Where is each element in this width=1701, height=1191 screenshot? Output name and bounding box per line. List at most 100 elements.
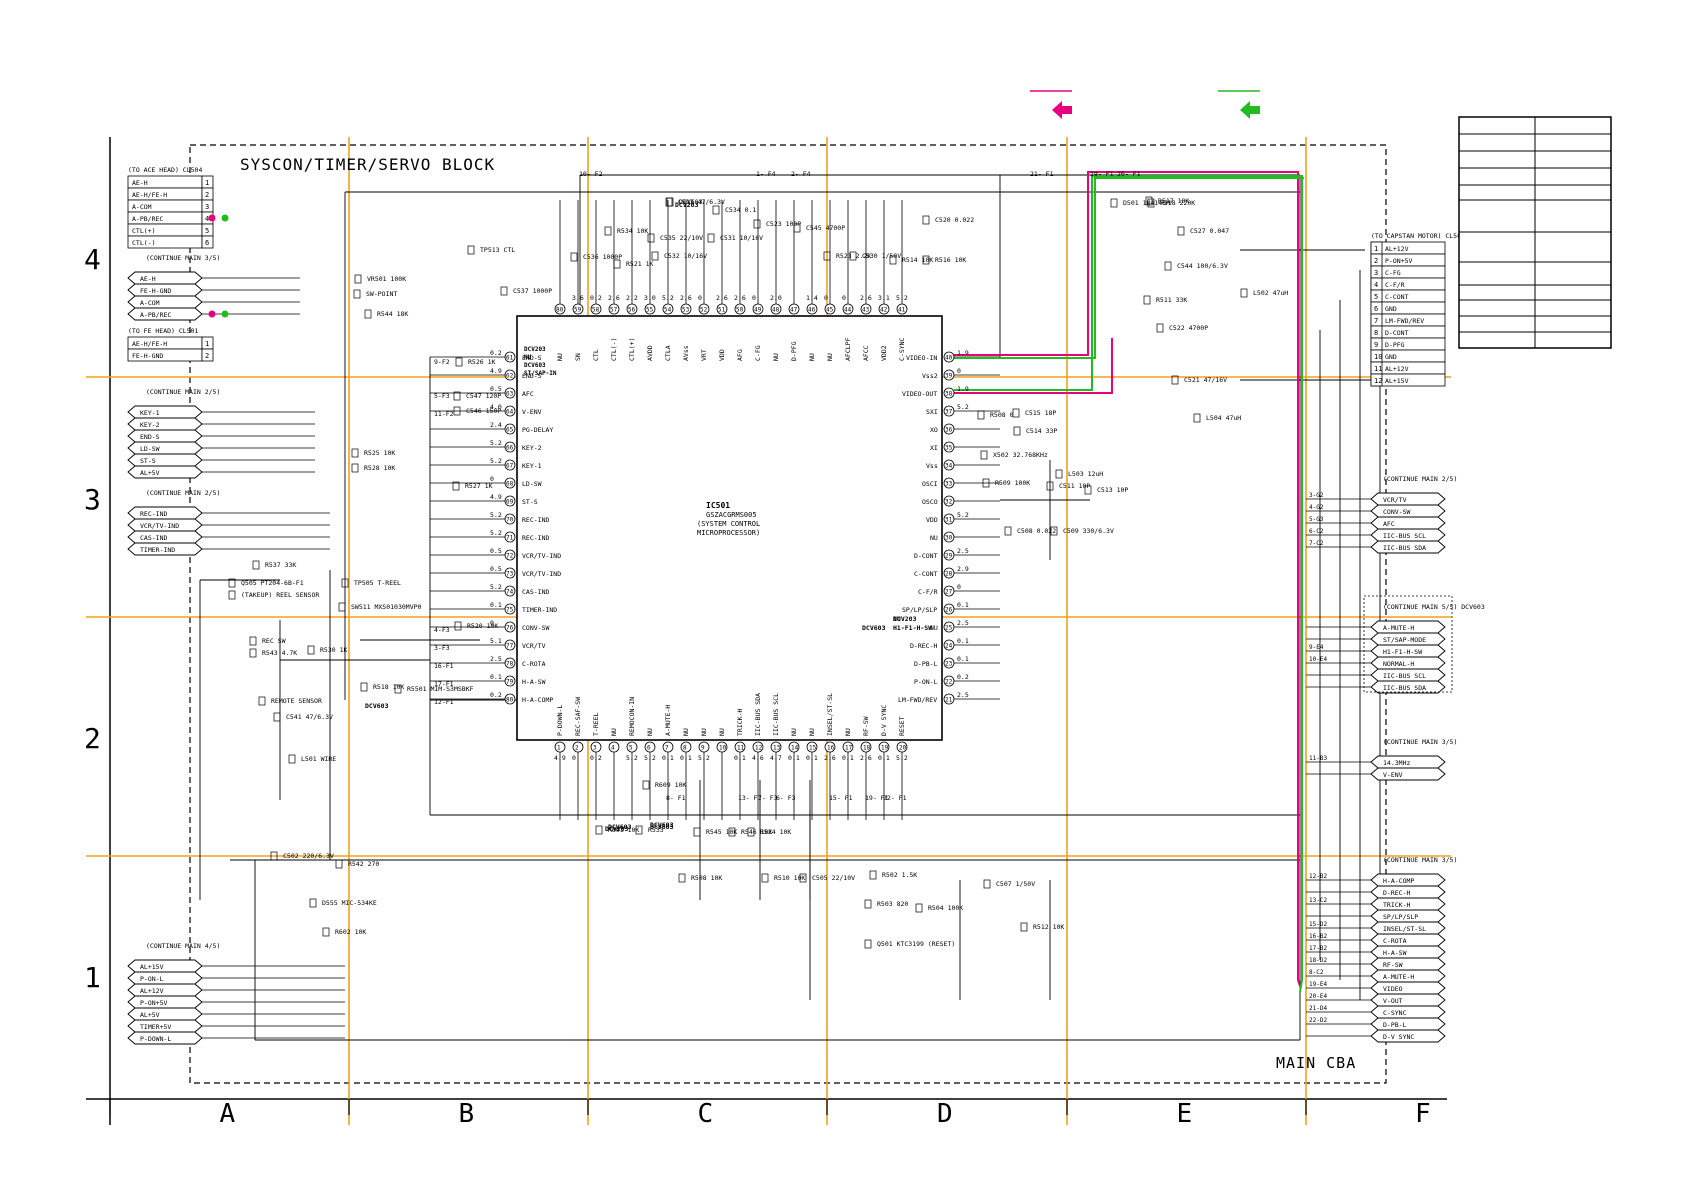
pin-circle bbox=[504, 639, 516, 651]
signal-dot bbox=[221, 214, 229, 222]
left-bus-label: VCR/TV-IND bbox=[140, 522, 179, 530]
pin-number: 31 bbox=[945, 517, 953, 524]
ic-part: GSZACGRMS005 bbox=[706, 511, 757, 519]
right-ref: 11-B3 bbox=[1309, 755, 1327, 762]
pin-number: 48 bbox=[772, 307, 780, 314]
part-label: DCV603 bbox=[679, 198, 703, 206]
pin-circle bbox=[943, 459, 955, 471]
cl502-pin-label: C-FG bbox=[1385, 269, 1401, 277]
pin-voltage: 0.5 bbox=[490, 547, 502, 555]
pin-number: 32 bbox=[945, 499, 953, 506]
pin-voltage: 0.1 bbox=[680, 754, 692, 762]
component-symbol bbox=[793, 223, 801, 233]
pin-circle bbox=[943, 351, 955, 363]
pin-voltage: 0 bbox=[490, 619, 494, 627]
component-symbol bbox=[270, 851, 278, 861]
pin-circle bbox=[626, 741, 638, 753]
pin-circle bbox=[943, 621, 955, 633]
right-bus-label: IIC-BUS SDA bbox=[1383, 684, 1426, 692]
pin-voltage: 1.9 bbox=[957, 385, 969, 393]
pin-circle bbox=[504, 405, 516, 417]
right-bus-label: IIC-BUS SCL bbox=[1383, 672, 1426, 680]
dcv-label: DCV203 bbox=[605, 825, 629, 833]
component-symbol bbox=[452, 481, 460, 491]
pin-voltage: 2.4 bbox=[490, 421, 502, 429]
block-dashed-border bbox=[189, 144, 1387, 1084]
pin-number: 43 bbox=[862, 307, 870, 314]
pin-name: D-V SYNC bbox=[880, 705, 888, 736]
ref-label: 11-F2 bbox=[434, 410, 454, 418]
pin-voltage: 0 bbox=[824, 294, 828, 302]
pin-circle bbox=[896, 741, 908, 753]
pin-voltage: 0.1 bbox=[662, 754, 674, 762]
component-symbol bbox=[1012, 408, 1020, 418]
cl502-pin-number: 3 bbox=[1374, 269, 1378, 277]
pin-voltage: 5.2 bbox=[490, 511, 502, 519]
component-symbol bbox=[889, 255, 897, 265]
component-symbol bbox=[613, 259, 621, 269]
pin-name: C-ROTA bbox=[522, 660, 546, 668]
pin-circle bbox=[842, 741, 854, 753]
pin-circle bbox=[770, 741, 782, 753]
right-ref: 7-C2 bbox=[1309, 540, 1324, 547]
cl504-pin-number: 4 bbox=[205, 215, 209, 223]
part-label: R520 10K bbox=[467, 622, 498, 630]
pin-circle bbox=[860, 303, 872, 315]
part-label: REC SW bbox=[262, 637, 286, 645]
part-label: R502 1.5K bbox=[882, 871, 917, 879]
pin-number: 40 bbox=[945, 355, 953, 362]
component-symbol bbox=[869, 870, 877, 880]
pin-voltage: 0.2 bbox=[957, 673, 969, 681]
pin-circle bbox=[943, 405, 955, 417]
pin-name: D-PFG bbox=[790, 341, 798, 361]
grid-row-label: 2 bbox=[84, 722, 101, 755]
pin-voltage: 4.9 bbox=[554, 754, 566, 762]
pin-voltage: 4.6 bbox=[752, 754, 764, 762]
pin-number: 67 bbox=[506, 463, 514, 470]
right-ref: 22-D2 bbox=[1309, 1017, 1327, 1024]
cl504-pin-label: A-COM bbox=[132, 203, 152, 211]
part-label: R537 33K bbox=[265, 561, 296, 569]
pin-name: NU bbox=[610, 728, 618, 736]
pin-voltage: 0 bbox=[957, 583, 961, 591]
cl502-title: (TO CAPSTAN MOTOR) CL502 bbox=[1371, 232, 1465, 240]
pin-circle bbox=[504, 351, 516, 363]
part-label: C547 120P bbox=[466, 392, 501, 400]
component-symbol bbox=[753, 219, 761, 229]
pin-number: 28 bbox=[945, 571, 953, 578]
pin-name: C-CONT bbox=[914, 570, 938, 578]
component-symbol bbox=[642, 780, 650, 790]
right-ref: 6-C2 bbox=[1309, 528, 1324, 535]
part-label: C521 47/16V bbox=[1184, 376, 1227, 384]
component-symbol bbox=[309, 898, 317, 908]
pin-name: C-F/R bbox=[918, 588, 938, 596]
pin-voltage: 5.2 bbox=[490, 583, 502, 591]
pin-circle bbox=[504, 567, 516, 579]
component-symbol bbox=[307, 645, 315, 655]
pin-voltage: 5.1 bbox=[490, 637, 502, 645]
pin-voltage: 5.2 bbox=[644, 754, 656, 762]
cl504-pin-label: AE-H bbox=[132, 179, 148, 187]
part-label: R509 100K bbox=[995, 479, 1030, 487]
signal-path bbox=[954, 177, 1304, 359]
pin-name: CAS-IND bbox=[522, 588, 549, 596]
cl502-pin-number: 12 bbox=[1374, 377, 1382, 385]
pin-number: 11 bbox=[737, 745, 745, 752]
cl502-pin-label: GND bbox=[1385, 353, 1397, 361]
part-label: L503 12uH bbox=[1068, 470, 1103, 478]
part-label: C508 0.022 bbox=[1017, 527, 1056, 535]
part-label: R510 10K bbox=[774, 874, 805, 882]
pin-name: LM-FWD/REV bbox=[898, 696, 937, 704]
part-label: R528 10K bbox=[364, 464, 395, 472]
part-label: R533 bbox=[648, 826, 664, 834]
right-bus-label: H1-F1-H-SW bbox=[1383, 648, 1422, 656]
component-symbol bbox=[249, 636, 257, 646]
part-label: L501 WIRE bbox=[301, 755, 336, 763]
component-symbol bbox=[500, 286, 508, 296]
pin-circle bbox=[504, 621, 516, 633]
part-label: R546 10K bbox=[741, 828, 772, 836]
component-symbol bbox=[728, 827, 736, 837]
right-bus-label: INSEL/ST-SL bbox=[1383, 925, 1426, 933]
pin-voltage: 2.9 bbox=[957, 565, 969, 573]
